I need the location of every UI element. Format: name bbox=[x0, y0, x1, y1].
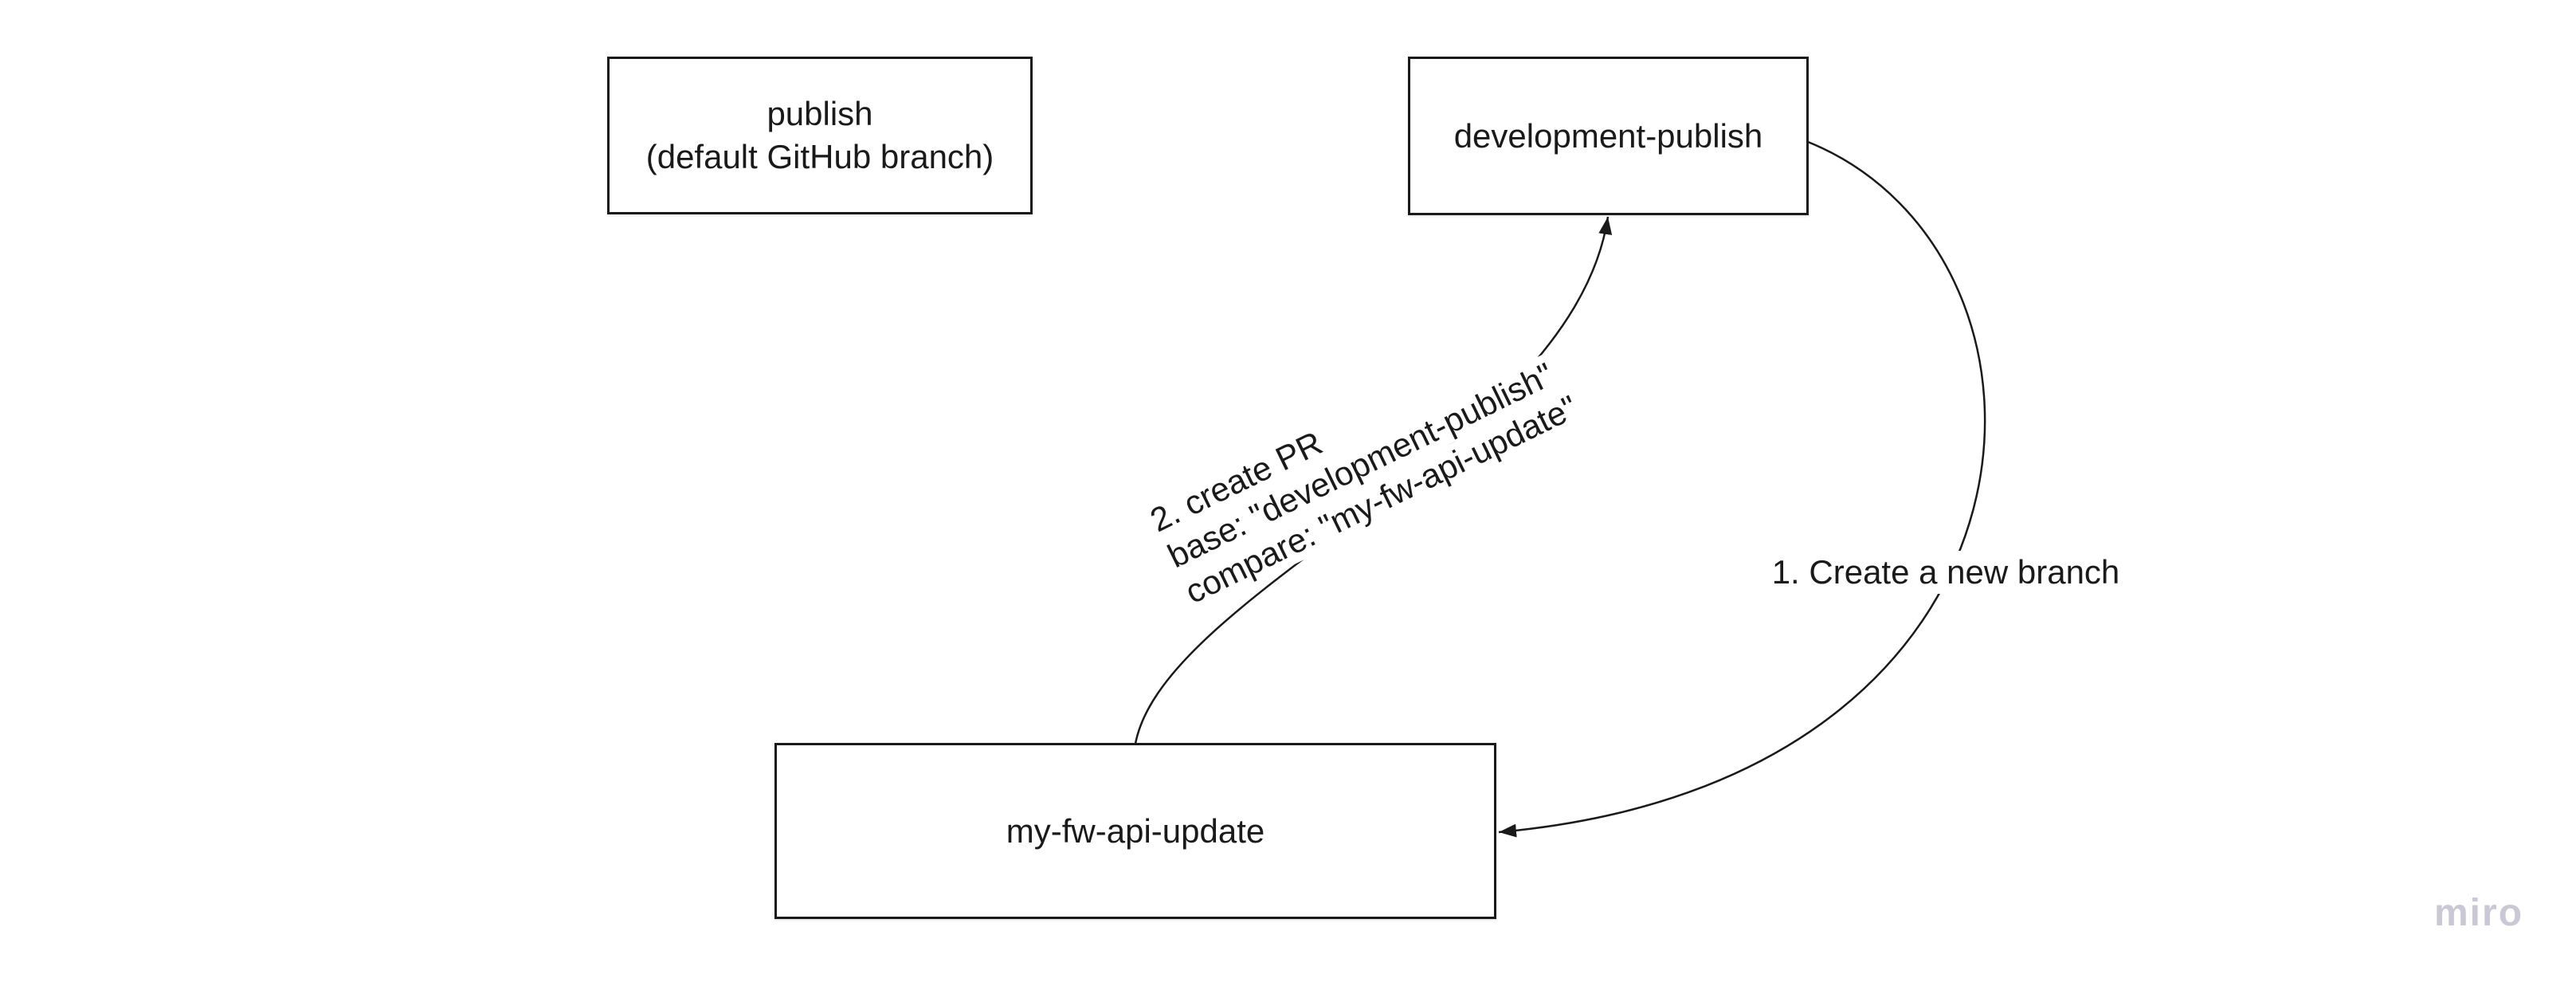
branch-box-publish-label: publish (default GitHub branch) bbox=[646, 92, 994, 179]
connector-label-create-branch[interactable]: 1. Create a new branch bbox=[1762, 551, 2130, 594]
branch-box-publish[interactable]: publish (default GitHub branch) bbox=[607, 57, 1033, 214]
branch-box-development-publish-label: development-publish bbox=[1454, 115, 1763, 158]
branch-box-my-fw-api-update-text: my-fw-api-update bbox=[1006, 811, 1265, 850]
branch-box-development-publish[interactable]: development-publish bbox=[1408, 57, 1809, 215]
branch-box-my-fw-api-update-label: my-fw-api-update bbox=[1006, 810, 1264, 853]
branch-box-development-publish-text: development-publish bbox=[1453, 116, 1763, 155]
branch-box-publish-line1: publish bbox=[767, 95, 873, 132]
branch-box-publish-line2: (default GitHub branch) bbox=[645, 138, 994, 175]
arrow-create-branch[interactable] bbox=[1498, 140, 1986, 838]
miro-watermark: miro bbox=[2434, 892, 2524, 934]
branch-box-my-fw-api-update[interactable]: my-fw-api-update bbox=[774, 743, 1496, 919]
